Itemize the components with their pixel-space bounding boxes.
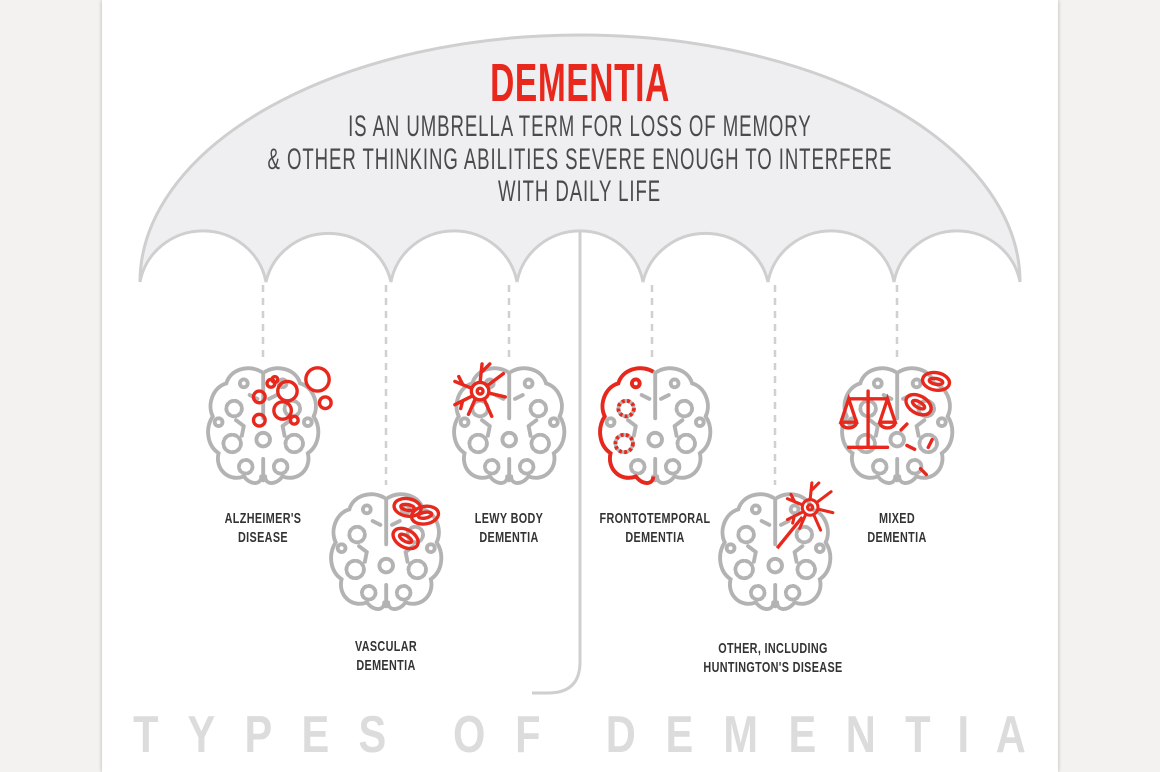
subtitle-line: & OTHER THINKING ABILITIES SEVERE ENOUGH… [267,143,893,176]
brain-plaques-icon [206,366,333,485]
brain-frontal-lobe-icon [598,366,713,485]
subtitle-line: IS AN UMBRELLA TERM FOR LOSS OF MEMORY [348,110,812,143]
subtitle-line: WITH DAILY LIFE [498,175,662,208]
brain-neuron-icon [452,362,567,485]
umbrella-canopy [138,33,1022,283]
brain-scales-icon [838,366,955,485]
page-title: DEMENTIA [490,53,670,113]
brain-neuron-icon [718,481,835,611]
umbrella-shaft [532,232,582,695]
